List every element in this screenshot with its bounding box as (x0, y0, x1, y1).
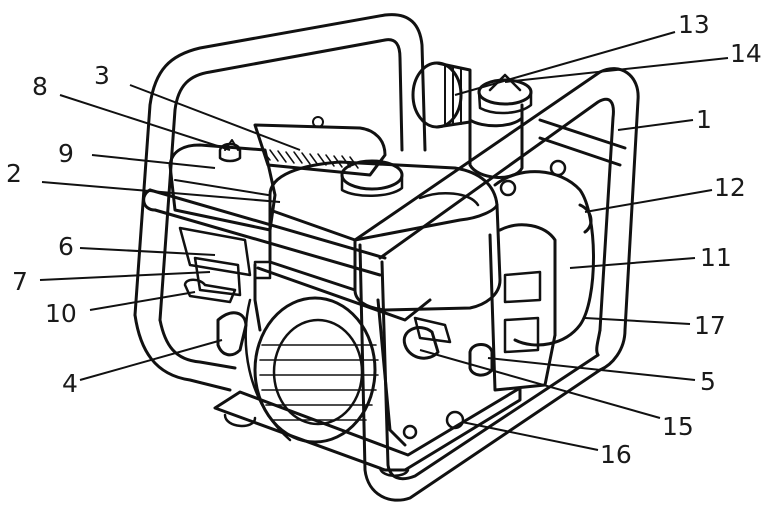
air-cleaner (168, 139, 277, 232)
label-12: 12 (714, 173, 746, 202)
leader-13 (454, 31, 676, 96)
leader-12 (584, 189, 713, 213)
label-6: 6 (58, 232, 74, 261)
leader-1 (617, 119, 694, 131)
label-8: 8 (32, 72, 48, 101)
label-2: 2 (6, 159, 22, 188)
leader-11 (569, 257, 696, 269)
label-17: 17 (694, 311, 726, 340)
leader-15 (419, 349, 661, 419)
pump-casing (488, 159, 595, 392)
leader-lines (39, 31, 729, 451)
recoil-starter (244, 296, 379, 444)
label-15: 15 (662, 412, 694, 441)
leader-9 (91, 154, 216, 169)
muffler-guard (253, 116, 387, 177)
leader-8 (59, 94, 231, 151)
leader-6 (79, 247, 216, 256)
leader-10 (89, 291, 196, 311)
label-7: 7 (12, 267, 28, 296)
callout-labels: 1 2 3 4 5 6 7 8 9 10 11 12 13 14 15 16 1… (6, 10, 762, 469)
label-16: 16 (600, 440, 632, 469)
leader-14 (504, 57, 729, 83)
engine-block (253, 263, 432, 447)
leader-3 (129, 84, 301, 151)
label-14: 14 (730, 39, 762, 68)
leader-5 (487, 357, 696, 381)
label-1: 1 (696, 105, 712, 134)
label-3: 3 (94, 61, 110, 90)
leader-2 (41, 181, 281, 203)
label-11: 11 (700, 243, 732, 272)
fuel-tank (268, 159, 502, 312)
leader-7 (39, 271, 211, 281)
leader-16 (461, 421, 599, 451)
tube-frame (133, 13, 640, 502)
leader-4 (79, 339, 223, 381)
label-13: 13 (678, 10, 710, 39)
label-5: 5 (700, 367, 716, 396)
drain-plugs (402, 316, 494, 440)
leader-17 (584, 317, 691, 325)
label-10: 10 (45, 299, 77, 328)
label-9: 9 (58, 139, 74, 168)
label-4: 4 (62, 369, 78, 398)
